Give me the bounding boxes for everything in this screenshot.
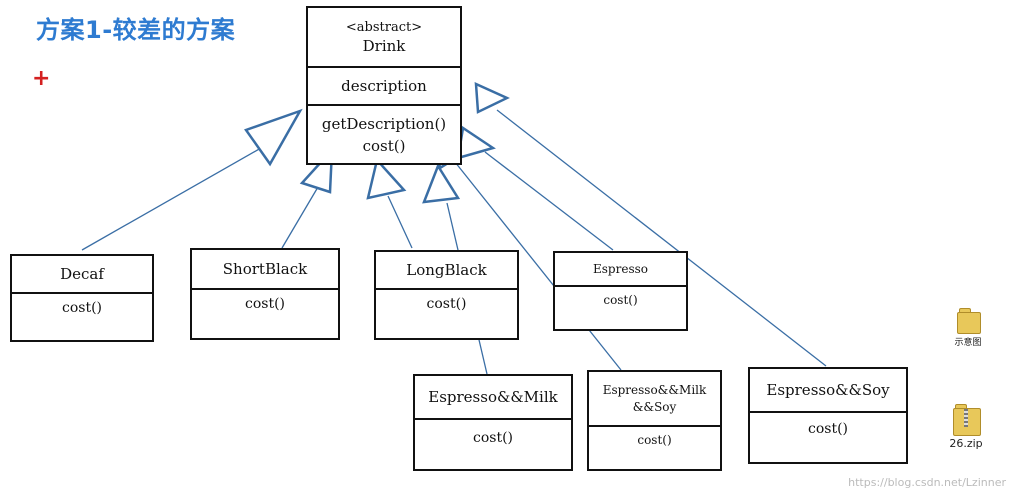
drink-header: <abstract> Drink (308, 8, 460, 68)
longblack-methods: cost() (376, 290, 517, 338)
espresso-milk-cost-method: cost() (472, 430, 513, 446)
desktop-zip-file[interactable]: 26.zip (934, 404, 998, 450)
shortblack-class-name: ShortBlack (222, 260, 308, 278)
espresso-milk-soy-line (454, 161, 622, 371)
espresso-milk-soy-methods: cost() (589, 427, 720, 469)
decaf-methods: cost() (12, 294, 152, 340)
desktop-folder-shortcut[interactable]: 示意图 (940, 308, 996, 348)
longblack-cost-method: cost() (426, 296, 467, 312)
decaf-arrowhead (244, 108, 303, 167)
espresso-class-box: Espresso cost() (553, 251, 688, 331)
espresso-milk-methods: cost() (415, 420, 571, 469)
espresso-milk-soy-cost-method: cost() (637, 433, 672, 447)
longblack-class-name: LongBlack (406, 261, 487, 279)
getdescription-method: getDescription() (321, 114, 447, 133)
espresso-soy-arrowhead (474, 81, 510, 114)
longblack-header: LongBlack (376, 252, 517, 290)
shortblack-line (281, 186, 319, 249)
decaf-cost-method: cost() (61, 300, 102, 316)
espresso-soy-cost-method: cost() (807, 421, 848, 437)
espresso-milk-arrowhead (422, 163, 461, 204)
espresso-soy-methods: cost() (750, 413, 906, 462)
espresso-soy-line (496, 109, 827, 367)
espresso-milk-header: Espresso&&Milk (415, 376, 571, 420)
shortblack-methods: cost() (192, 290, 338, 338)
plus-marker: + (32, 66, 51, 91)
longblack-line (387, 195, 413, 249)
drink-class-name: Drink (362, 36, 406, 55)
drink-class-box: <abstract> Drink description getDescript… (306, 6, 462, 165)
watermark: https://blog.csdn.net/Lzinner (848, 476, 1006, 489)
decaf-header: Decaf (12, 256, 152, 294)
espresso-milk-class-name: Espresso&&Milk (428, 388, 558, 406)
espresso-soy-class-name: Espresso&&Soy (766, 381, 890, 399)
espresso-milk-soy-header: Espresso&&Milk &&Soy (589, 372, 720, 427)
stereotype-label: <abstract> (345, 19, 423, 35)
zip-folder-icon (953, 404, 981, 436)
zip-label: 26.zip (949, 437, 983, 450)
folder-label: 示意图 (954, 338, 982, 348)
espresso-milk-soy-class-box: Espresso&&Milk &&Soy cost() (587, 370, 722, 471)
shortblack-class-box: ShortBlack cost() (190, 248, 340, 340)
decaf-class-name: Decaf (60, 265, 104, 283)
drink-cost-method: cost() (362, 136, 406, 155)
shortblack-cost-method: cost() (244, 296, 285, 312)
espresso-header: Espresso (555, 253, 686, 287)
espresso-milk-class-box: Espresso&&Milk cost() (413, 374, 573, 471)
drink-attributes: description (308, 68, 460, 106)
espresso-soy-class-box: Espresso&&Soy cost() (748, 367, 908, 464)
espresso-methods: cost() (555, 287, 686, 329)
espresso-line (484, 151, 614, 251)
espresso-milk-soy-name-line1: Espresso&&Milk (602, 383, 707, 397)
drink-methods: getDescription() cost() (308, 106, 460, 163)
espresso-class-name: Espresso (593, 262, 648, 276)
description-attribute: description (341, 77, 427, 95)
decaf-line (81, 139, 276, 251)
espresso-milk-soy-name-line2: &&Soy (632, 400, 677, 414)
longblack-arrowhead (366, 157, 407, 200)
diagram-title: 方案1-较差的方案 (36, 16, 236, 44)
decaf-class-box: Decaf cost() (10, 254, 154, 342)
espresso-soy-header: Espresso&&Soy (750, 369, 906, 413)
longblack-class-box: LongBlack cost() (374, 250, 519, 340)
shortblack-header: ShortBlack (192, 250, 338, 290)
espresso-cost-method: cost() (603, 293, 638, 307)
folder-icon (957, 308, 981, 334)
